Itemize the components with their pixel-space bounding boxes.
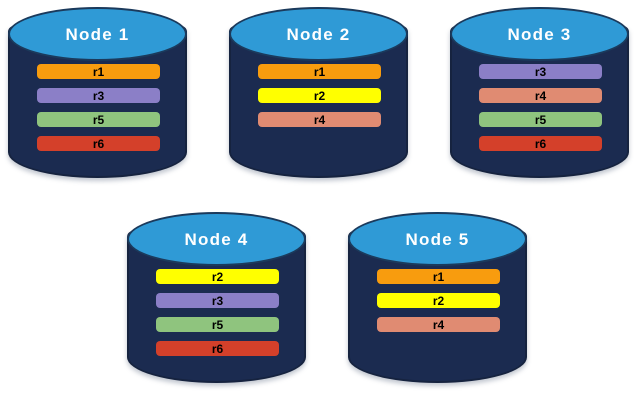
shard-label: r1 xyxy=(92,64,105,79)
shard-bar[interactable]: r4 xyxy=(479,88,602,103)
shard-bar[interactable]: r1 xyxy=(258,64,381,79)
shard-label: r4 xyxy=(534,88,547,103)
cylinder-top-icon: Node 3 xyxy=(450,7,629,61)
shard-label: r5 xyxy=(534,112,547,127)
shard-bar[interactable]: r1 xyxy=(37,64,160,79)
shard-bar[interactable]: r3 xyxy=(479,64,602,79)
cylinder-top-icon: Node 1 xyxy=(8,7,187,61)
database-node-1[interactable]: r1 r3 r5 r6 Node 1 xyxy=(5,4,190,186)
shard-bar[interactable]: r6 xyxy=(479,136,602,151)
database-node-2[interactable]: r1 r2 r4 Node 2 xyxy=(226,4,411,186)
shard-bar[interactable]: r6 xyxy=(156,341,279,356)
shard-label: r6 xyxy=(534,136,547,151)
shard-bar[interactable]: r3 xyxy=(37,88,160,103)
database-node-5[interactable]: r1 r2 r4 Node 5 xyxy=(345,209,530,391)
shard-label: r6 xyxy=(92,136,105,151)
cylinder-top-icon: Node 5 xyxy=(348,212,527,266)
database-node-4[interactable]: r2 r3 r5 r6 Node 4 xyxy=(124,209,309,391)
cylinder-top-icon: Node 4 xyxy=(127,212,306,266)
shard-list: r3 r4 r5 r6 xyxy=(479,64,602,160)
shard-list: r2 r3 r5 r6 xyxy=(156,269,279,365)
shard-label: r5 xyxy=(211,317,224,332)
shard-bar[interactable]: r2 xyxy=(156,269,279,284)
shard-bar[interactable]: r5 xyxy=(479,112,602,127)
shard-label: r1 xyxy=(432,269,445,284)
shard-bar[interactable]: r5 xyxy=(37,112,160,127)
node-title: Node 3 xyxy=(507,24,572,44)
shard-bar[interactable]: r6 xyxy=(37,136,160,151)
shard-list: r1 r2 r4 xyxy=(258,64,381,136)
shard-label: r2 xyxy=(432,293,445,308)
shard-label: r1 xyxy=(313,64,326,79)
node-title: Node 2 xyxy=(286,24,351,44)
shard-bar[interactable]: r2 xyxy=(377,293,500,308)
shard-label: r5 xyxy=(92,112,105,127)
shard-label: r4 xyxy=(313,112,326,127)
shard-label: r3 xyxy=(92,88,105,103)
shard-label: r2 xyxy=(211,269,224,284)
shard-label: r2 xyxy=(313,88,326,103)
shard-bar[interactable]: r2 xyxy=(258,88,381,103)
shard-bar[interactable]: r5 xyxy=(156,317,279,332)
shard-label: r6 xyxy=(211,341,224,356)
shard-bar[interactable]: r1 xyxy=(377,269,500,284)
shard-label: r4 xyxy=(432,317,445,332)
cylinder-top-icon: Node 2 xyxy=(229,7,408,61)
shard-bar[interactable]: r4 xyxy=(377,317,500,332)
shard-label: r3 xyxy=(534,64,547,79)
database-node-3[interactable]: r3 r4 r5 r6 Node 3 xyxy=(447,4,632,186)
node-title: Node 5 xyxy=(405,229,470,249)
shard-list: r1 r3 r5 r6 xyxy=(37,64,160,160)
node-title: Node 1 xyxy=(65,24,130,44)
shard-bar[interactable]: r4 xyxy=(258,112,381,127)
shard-list: r1 r2 r4 xyxy=(377,269,500,341)
node-title: Node 4 xyxy=(184,229,249,249)
shard-label: r3 xyxy=(211,293,224,308)
shard-bar[interactable]: r3 xyxy=(156,293,279,308)
